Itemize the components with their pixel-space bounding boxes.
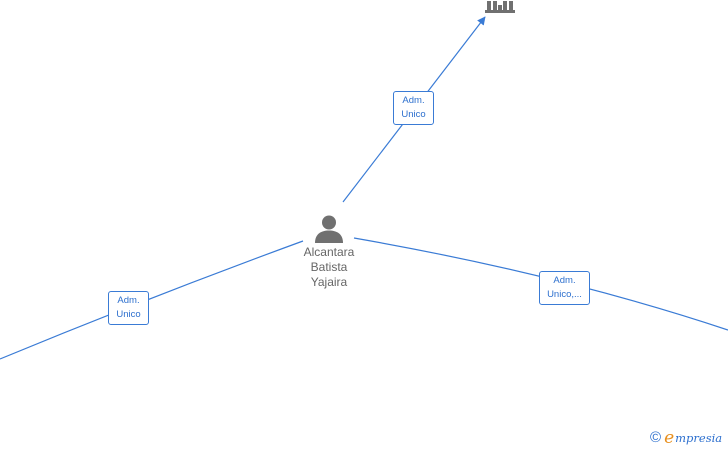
building-icon	[485, 1, 515, 13]
person-icon	[315, 215, 343, 243]
edge-label-right[interactable]: Adm. Unico,...	[539, 271, 590, 305]
empresia-logo: e mpresia	[664, 429, 722, 447]
edge-label-top-line-2: Unico	[401, 109, 426, 120]
edge-label-left-line-2: Unico	[116, 309, 141, 320]
edge-label-right-line-1: Adm.	[553, 275, 576, 286]
edge-label-right-line-2: Unico,...	[547, 289, 582, 300]
person-name-line-1: Alcantara	[303, 245, 355, 259]
person-name-line-3: Yajaira	[310, 275, 348, 289]
brand-initial: e	[664, 428, 675, 448]
company-node[interactable]	[483, 0, 517, 13]
edge-label-left-line-1: Adm.	[117, 295, 140, 306]
edge-label-left[interactable]: Adm. Unico	[108, 291, 149, 325]
person-node[interactable]: Alcantara Batista Yajaira	[293, 214, 365, 290]
copyright-icon: ©	[650, 429, 662, 446]
edge-label-top[interactable]: Adm. Unico	[393, 91, 434, 125]
edge-line-left	[0, 240, 304, 360]
empresia-watermark: © e mpresia	[650, 429, 722, 447]
person-name: Alcantara Batista Yajaira	[293, 245, 365, 290]
brand-name: mpresia	[675, 431, 723, 445]
person-name-line-2: Batista	[310, 260, 348, 274]
edge-label-top-line-1: Adm.	[402, 95, 425, 106]
